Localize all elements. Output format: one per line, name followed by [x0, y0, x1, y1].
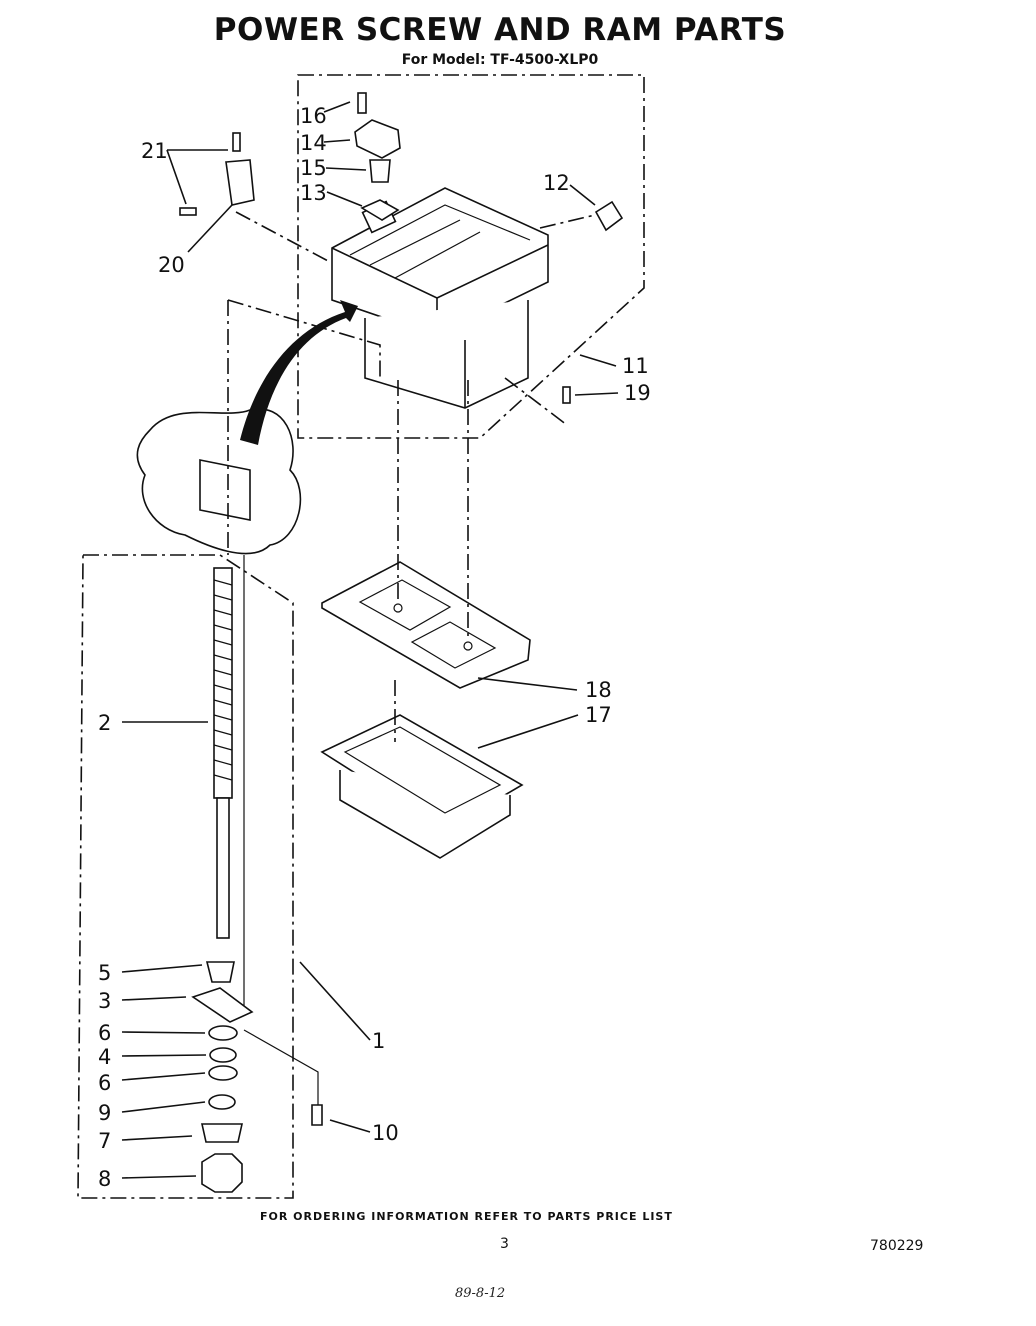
ordering-note: FOR ORDERING INFORMATION REFER TO PARTS … [260, 1210, 673, 1223]
callout-4: 4 [98, 1045, 111, 1069]
bushing-5 [205, 961, 235, 983]
callout-10: 10 [372, 1121, 399, 1145]
screw-19 [562, 386, 571, 404]
callout-15: 15 [300, 156, 327, 180]
document-code: 780229 [870, 1238, 924, 1254]
screw-assembly-boundary [77, 554, 294, 1199]
callout-18: 18 [585, 678, 612, 702]
callout-6-lower: 6 [98, 1071, 111, 1095]
bracket-3 [191, 987, 254, 1023]
ram-housing [331, 187, 549, 409]
callout-2: 2 [98, 711, 111, 735]
screw-10 [311, 1104, 323, 1126]
callout-5: 5 [98, 961, 111, 985]
roller-12 [594, 200, 624, 232]
model-subtitle: For Model: TF-4500-XLP0 [401, 52, 599, 68]
callout-12: 12 [543, 171, 570, 195]
nut-15 [369, 159, 391, 183]
detail-inset-bracket [199, 459, 251, 521]
spacer-9 [208, 1094, 236, 1110]
callout-8: 8 [98, 1167, 111, 1191]
callout-19: 19 [624, 381, 651, 405]
callout-13: 13 [300, 181, 327, 205]
page-title: POWER SCREW AND RAM PARTS [213, 12, 787, 48]
callout-20: 20 [158, 253, 185, 277]
callout-9: 9 [98, 1101, 111, 1125]
callout-3: 3 [98, 989, 111, 1013]
power-screw [213, 567, 233, 939]
callout-17: 17 [585, 703, 612, 727]
detail-arrow-icon [240, 300, 358, 445]
callout-11: 11 [622, 354, 649, 378]
callout-21: 21 [141, 139, 168, 163]
callout-1: 1 [372, 1029, 385, 1053]
sprocket-7 [201, 1123, 243, 1143]
washer-6-lower [208, 1065, 238, 1081]
screw-21-upper [232, 132, 241, 152]
handwritten-note: 89-8-12 [455, 1286, 506, 1301]
lock-washer-4 [209, 1047, 237, 1063]
callout-16: 16 [300, 104, 327, 128]
callout-7: 7 [98, 1129, 111, 1153]
page-number: 3 [500, 1236, 509, 1252]
bracket-20 [225, 159, 255, 206]
bearing-14 [354, 119, 401, 159]
washer-6-upper [208, 1025, 238, 1041]
nut-8 [201, 1153, 243, 1193]
ram-assembly-boundary [297, 74, 645, 439]
screw-16 [357, 92, 367, 114]
pad-gasket [321, 561, 531, 689]
leader-lines [121, 101, 619, 1179]
screw-21-lower [179, 207, 197, 216]
plate-13 [360, 199, 400, 221]
callout-6-upper: 6 [98, 1021, 111, 1045]
callout-14: 14 [300, 131, 327, 155]
